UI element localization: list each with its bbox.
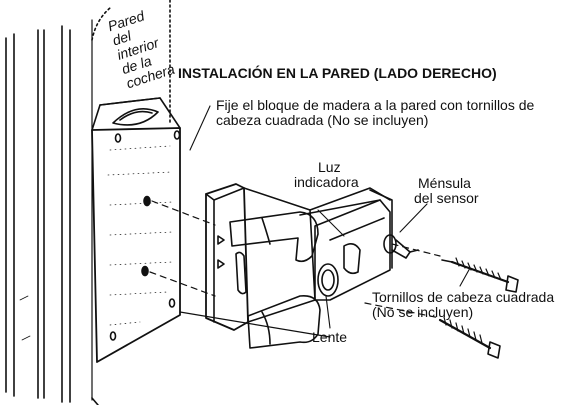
lag-screw-upper — [441, 257, 519, 293]
indicator-light-line: indicadora — [294, 174, 359, 190]
screws-line: (No se incluyen) — [372, 304, 474, 320]
diagram-title: INSTALACIÓN EN LA PARED (LADO DERECHO) — [178, 65, 497, 81]
sensor-bracket — [205, 183, 419, 349]
lens-label: Lente — [312, 329, 348, 345]
wood-block-note-line: Fije el bloque de madera a la pared con … — [216, 97, 535, 113]
indicator-light-line: Luz — [318, 159, 341, 175]
leader-lines — [189, 105, 471, 329]
sensor-bracket-label: Ménsula del sensor — [414, 176, 479, 206]
wood-block-note: Fije el bloque de madera a la pared con … — [216, 98, 534, 128]
screws-line: Tornillos de cabeza cuadrada — [372, 289, 555, 305]
block-base-line — [179, 311, 331, 338]
indicator-light-label: Luz indicadora — [294, 159, 359, 190]
wood-block — [91, 97, 181, 363]
lag-screw-lower — [438, 316, 501, 359]
sensor-bracket-line: Ménsula — [418, 175, 471, 191]
wood-block-note-line: cabeza cuadrada (No se incluyen) — [216, 112, 429, 128]
sensor-bracket-line: del sensor — [414, 190, 479, 206]
screws-label: Tornillos de cabeza cuadrada (No se incl… — [372, 290, 554, 320]
garage-wall — [5, 0, 171, 405]
